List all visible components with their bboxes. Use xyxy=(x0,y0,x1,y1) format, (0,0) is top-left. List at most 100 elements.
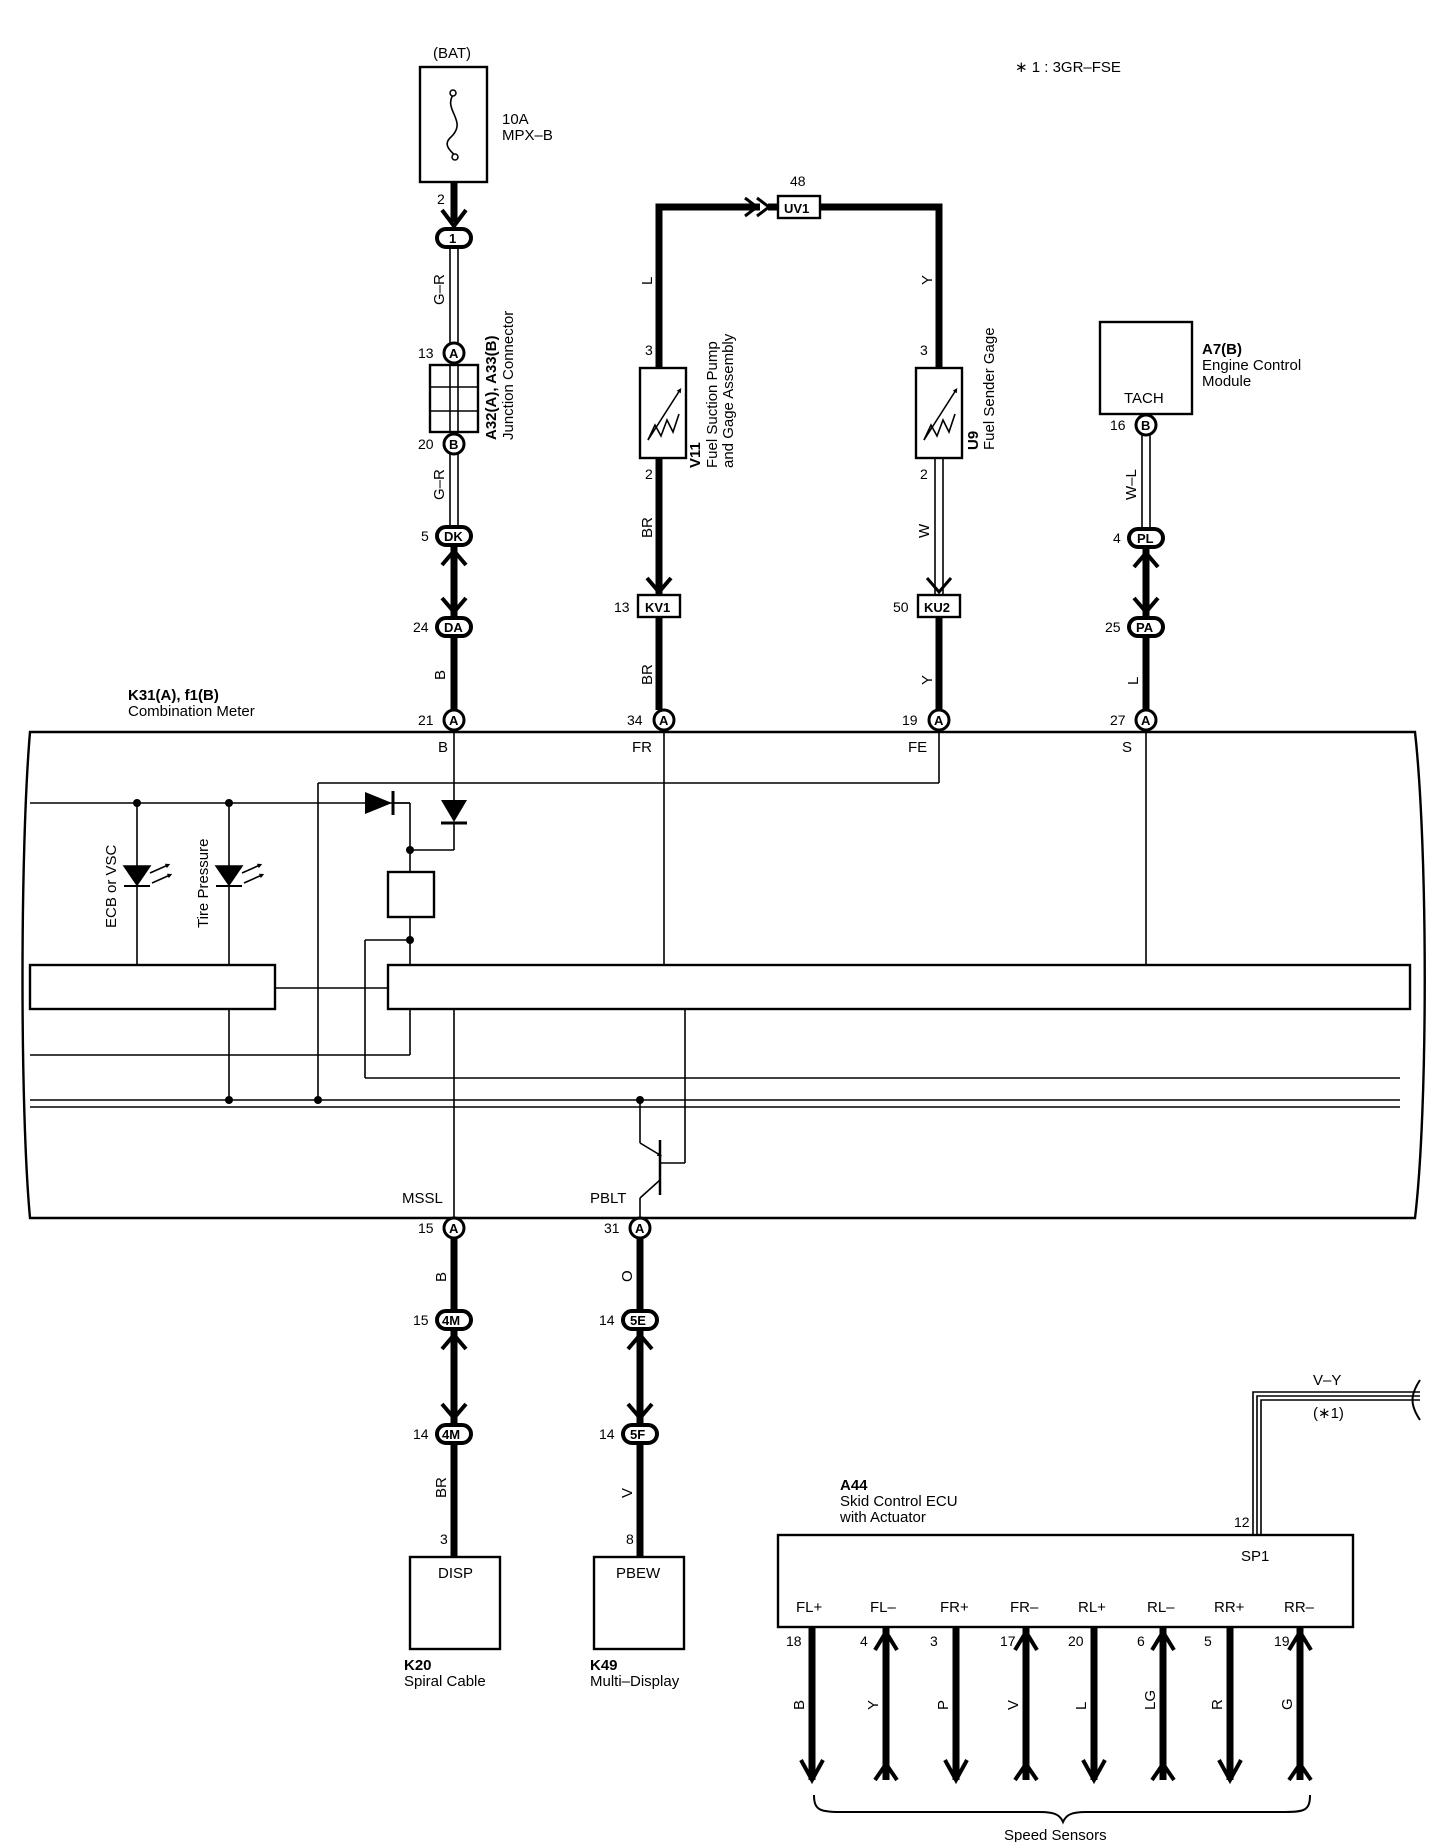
meter-pin-fe-num: 19 xyxy=(902,712,918,728)
connector-ku2-pin: 50 xyxy=(893,599,909,615)
skid-sp-pin: 12 xyxy=(1234,1514,1250,1530)
skid-wire-3: P xyxy=(935,1700,952,1710)
meter-term-mssl: MSSL xyxy=(402,1190,443,1207)
connector-1 xyxy=(435,227,473,249)
skid-ecu-box xyxy=(776,1533,1355,1629)
wire-vy-note: (∗1) xyxy=(1313,1405,1344,1422)
meter-pin-fr-conn: A xyxy=(659,713,669,728)
skid-pin-7: 5 xyxy=(1204,1633,1212,1649)
skid-wire-8: G xyxy=(1279,1698,1296,1710)
wire-w-1: W xyxy=(916,523,933,538)
skid-id: A44 xyxy=(840,1477,868,1494)
skid-term-7: RR+ xyxy=(1214,1599,1245,1616)
connector-5f-pin: 14 xyxy=(599,1426,615,1442)
skid-pin-4: 17 xyxy=(1000,1633,1016,1649)
skid-wire-5: L xyxy=(1073,1702,1090,1710)
fuel-pump-id: V11 xyxy=(687,442,704,468)
meter-pin-fe-conn: A xyxy=(934,713,944,728)
skid-term-8: RR– xyxy=(1284,1599,1315,1616)
wire-vy: V–Y xyxy=(1313,1372,1341,1389)
skid-pin-5: 20 xyxy=(1068,1633,1084,1649)
skid-pin-6: 6 xyxy=(1137,1633,1145,1649)
connector-5e-pin: 14 xyxy=(599,1312,615,1328)
fuel-sender-sensor-icon xyxy=(923,413,956,441)
fuel-sender-box xyxy=(914,366,964,460)
fuse-group: (BAT) 10A MPX–B 2 xyxy=(418,45,553,207)
ecm-box xyxy=(1098,320,1194,416)
connector-da-label: DA xyxy=(444,620,463,635)
connector-ku2-label: KU2 xyxy=(924,600,950,615)
meter-id: K31(A), f1(B) xyxy=(128,687,219,704)
skid-arrow-2 xyxy=(873,1628,899,1782)
ecb-led-icon xyxy=(122,865,152,887)
fuel-pump-name-2: and Gage Assembly xyxy=(720,333,737,468)
meter-term-b: B xyxy=(438,739,448,756)
speed-sensor-brace xyxy=(813,1794,1311,1825)
skid-arrow-4 xyxy=(1013,1628,1039,1782)
connector-dk-label: DK xyxy=(444,529,463,544)
sensor-leads: FL+18BFL–4YFR+3PFR–17VRL+20LRL–6LGRR+5RR… xyxy=(786,1599,1315,1785)
skid-name-1: Skid Control ECU xyxy=(840,1493,958,1510)
skid-wire-4: V xyxy=(1005,1700,1022,1710)
skid-pin-1: 18 xyxy=(786,1633,802,1649)
skid-wire-2: Y xyxy=(865,1700,882,1710)
connector-5e-label: 5E xyxy=(630,1313,646,1328)
junction-conn-bottom: B xyxy=(449,437,458,452)
fuel-circuit: UV1 48 L Y 3 2 BR V11 Fuel Suction Pump … xyxy=(614,173,998,710)
fuel-pump-name-1: Fuel Suction Pump xyxy=(704,341,721,468)
spiral-terminal: DISP xyxy=(438,1565,473,1582)
fuel-sender-pin-bottom: 2 xyxy=(920,466,928,482)
connector-pl-label: PL xyxy=(1137,531,1154,546)
connector-kv1-pin: 13 xyxy=(614,599,630,615)
power-source-label: (BAT) xyxy=(433,45,471,62)
diode-2-icon xyxy=(441,800,467,822)
connector-4m-bot-pin: 14 xyxy=(413,1426,429,1442)
wire-gr-2: G–R xyxy=(431,469,448,500)
skid-term-4: FR– xyxy=(1010,1599,1039,1616)
meter-name: Combination Meter xyxy=(128,703,255,720)
wire-v-1: V xyxy=(619,1488,636,1498)
skid-term-2: FL– xyxy=(870,1599,897,1616)
connector-1-label: 1 xyxy=(449,231,456,246)
multi-display-box xyxy=(592,1555,686,1651)
skid-arrow-3 xyxy=(943,1759,969,1785)
connector-4m-bot-label: 4M xyxy=(442,1427,460,1442)
relay-box xyxy=(386,870,436,919)
junction-pin-bottom: 20 xyxy=(418,436,434,452)
connector-5f-label: 5F xyxy=(630,1427,645,1442)
meter-pin-s-num: 27 xyxy=(1110,712,1126,728)
junction-conn-top: A xyxy=(449,346,459,361)
fuel-pump-sensor-icon xyxy=(647,413,680,441)
ecm-group: TACH A7(B) Engine Control Module B 16 W–… xyxy=(1098,320,1301,710)
meter-pin-s-conn: A xyxy=(1141,713,1151,728)
connector-4m-top-label: 4M xyxy=(442,1313,460,1328)
meter-term-fe: FE xyxy=(908,739,927,756)
lower-circuits: B 4M 15 4M 14 BR 3 DISP K20 Spiral Cable… xyxy=(404,1238,686,1690)
meter-pin-b-conn: A xyxy=(449,713,459,728)
fuel-sender-id: U9 xyxy=(965,431,982,450)
skid-arrow-5 xyxy=(1081,1759,1107,1785)
skid-term-6: RL– xyxy=(1147,1599,1175,1616)
fuel-pump-box xyxy=(638,366,688,460)
connector-uv1-label: UV1 xyxy=(784,201,809,216)
junction-name: Junction Connector xyxy=(500,311,517,440)
skid-sp-term: SP1 xyxy=(1241,1548,1269,1565)
fuel-sender-name: Fuel Sender Gage xyxy=(981,327,998,450)
meter-pin-mssl-conn: A xyxy=(449,1221,459,1236)
junction-id: A32(A), A33(B) xyxy=(483,336,500,440)
meter-term-fr: FR xyxy=(632,739,652,756)
skid-arrow-6 xyxy=(1150,1628,1176,1782)
skid-pin-2: 4 xyxy=(860,1633,868,1649)
skid-control-ecu: A44 Skid Control ECU with Actuator SP1 1… xyxy=(776,1372,1421,1842)
wire-br-3: BR xyxy=(433,1477,450,1498)
spiral-cable-box xyxy=(408,1555,502,1651)
meter-outline xyxy=(21,730,1426,1220)
ecm-name-2: Module xyxy=(1202,373,1251,390)
wire-y-1: Y xyxy=(919,275,936,285)
led-ecb-label: ECB or VSC xyxy=(103,844,120,928)
diode-1-icon xyxy=(365,792,392,814)
ecm-terminal: TACH xyxy=(1124,390,1164,407)
connector-pa-pin: 25 xyxy=(1105,619,1121,635)
speed-sensors-label: Speed Sensors xyxy=(1004,1827,1107,1842)
